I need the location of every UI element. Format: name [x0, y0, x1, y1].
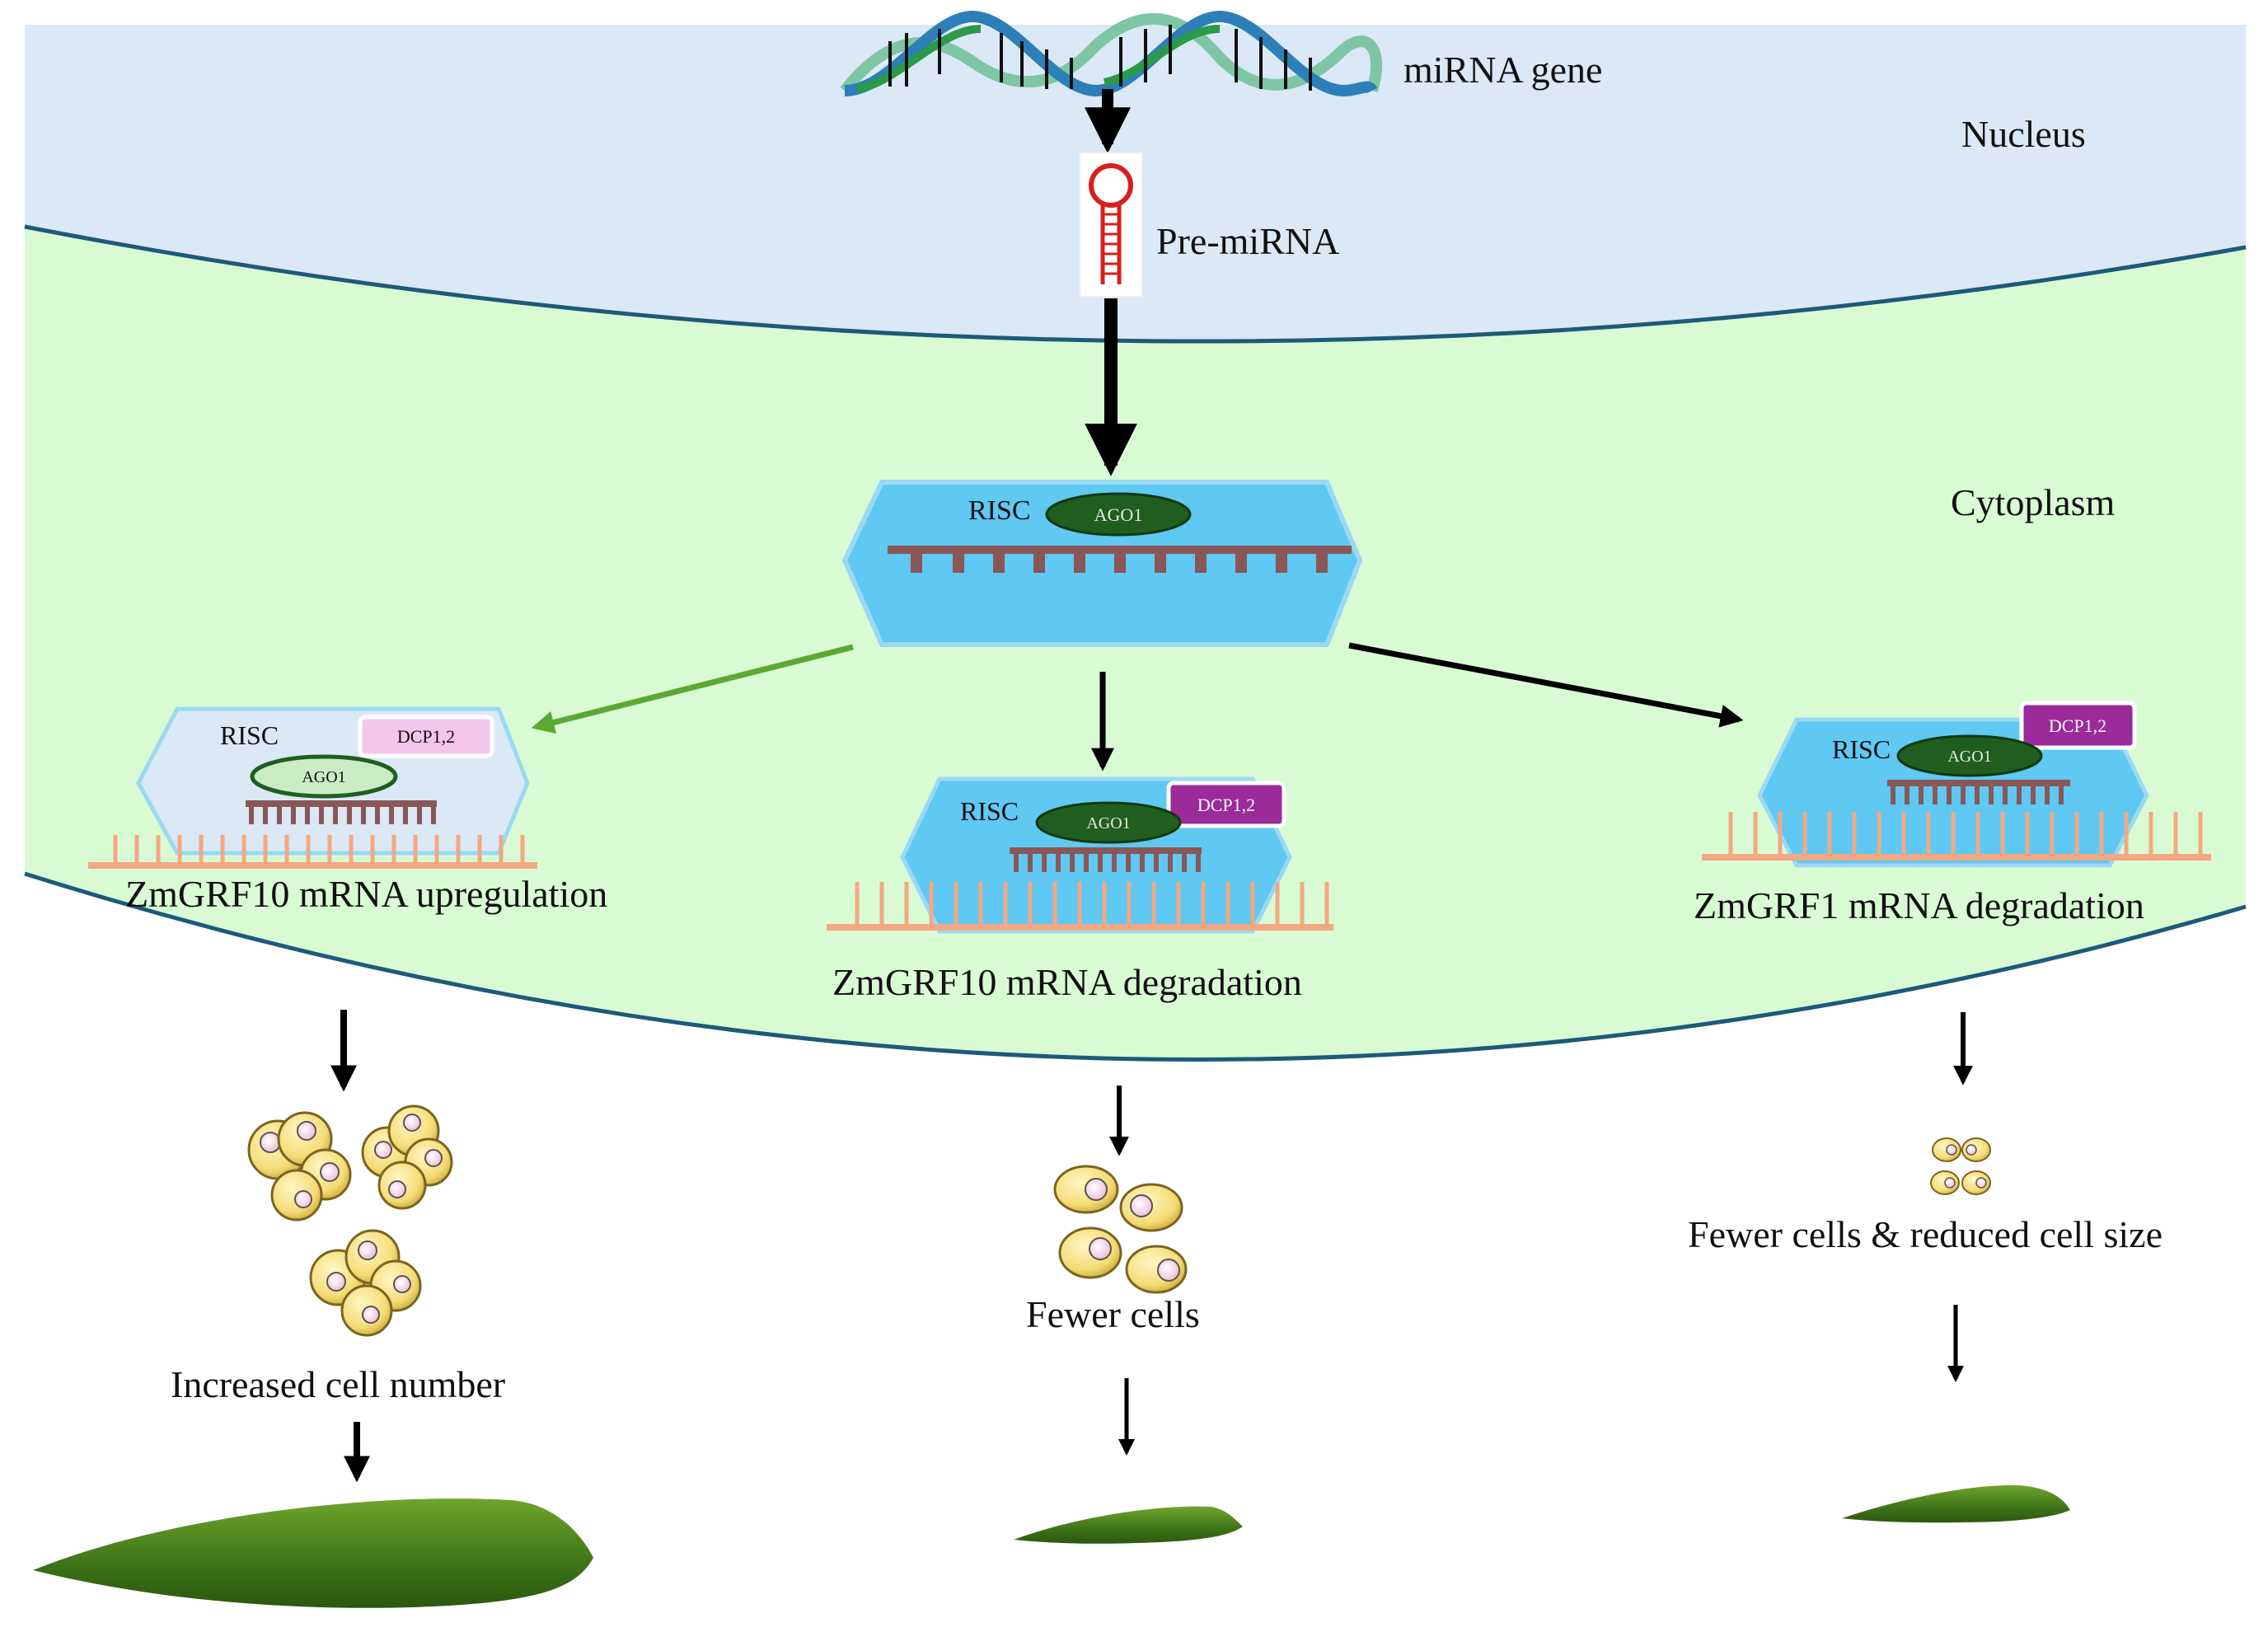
central-risc-label: RISC	[968, 495, 1031, 526]
dna-helix-icon	[840, 10, 1383, 97]
branch-2-risc-label: RISC	[960, 796, 1019, 826]
leaf-small-icon	[1842, 1484, 2070, 1523]
cell-cluster-fewer	[1053, 1165, 1188, 1294]
arrow-to-upregulation	[531, 644, 854, 734]
pre-mirna-hairpin-icon	[1079, 152, 1143, 298]
central-ago1	[1045, 492, 1192, 537]
branch-2-risc-complex: DCP1,2 RISC AGO1	[827, 776, 1333, 934]
cell-cluster-increased	[247, 1104, 453, 1337]
branch-2-dcp-label: DCP1,2	[1197, 795, 1255, 815]
branch-3-dcp	[2019, 701, 2137, 750]
central-ago1-label: AGO1	[1094, 504, 1143, 525]
leaf-large-icon	[33, 1498, 593, 1608]
branch-3-mrna-label: ZmGRF1 mRNA degradation	[1694, 884, 2144, 926]
nucleus-label: Nucleus	[1961, 113, 2086, 155]
branch-1-risc-complex: DCP1,2 RISC AGO1	[88, 706, 537, 869]
outcome-2-label: Fewer cells	[1026, 1293, 1200, 1335]
branch-1-ago1	[250, 754, 398, 799]
branch-2-ago1-label: AGO1	[1086, 814, 1130, 832]
branch-1-risc-label: RISC	[220, 720, 279, 750]
branch-1-ago1-label: AGO1	[302, 768, 345, 786]
central-risc-complex: AGO1 RISC	[841, 480, 1363, 647]
outcome-3-label: Fewer cells & reduced cell size	[1688, 1213, 2163, 1255]
outcome-1-label: Increased cell number	[171, 1363, 505, 1405]
branch-3-risc-label: RISC	[1832, 734, 1891, 764]
branch-3-ago1	[1896, 734, 2043, 777]
branch-1-dcp-label: DCP1,2	[397, 726, 455, 747]
branch-3-risc-complex: DCP1,2 RISC AGO1	[1702, 701, 2211, 868]
branch-2-ago1	[1035, 801, 1182, 844]
mirna-gene-label: miRNA gene	[1403, 49, 1602, 91]
branch-2-mrna-label: ZmGRF10 mRNA degradation	[832, 961, 1302, 1003]
cell-membrane	[24, 871, 2247, 1062]
pre-mirna-label: Pre-miRNA	[1156, 220, 1339, 262]
cell-cluster-small	[1930, 1137, 1991, 1195]
branch-3-dcp-label: DCP1,2	[2049, 715, 2106, 736]
branch-2-dcp	[1166, 781, 1286, 828]
branch-3-ago1-label: AGO1	[1947, 748, 1991, 766]
branch-1-dcp	[358, 715, 494, 758]
arrow-to-zmgrf1-degradation	[1348, 642, 1744, 728]
leaf-medium-icon	[1014, 1506, 1243, 1544]
branch-1-mrna-label: ZmGRF10 mRNA upregulation	[125, 873, 607, 915]
nuclear-membrane	[24, 224, 2247, 344]
cytoplasm-label: Cytoplasm	[1951, 481, 2116, 523]
central-mirna-strand	[888, 546, 1352, 573]
